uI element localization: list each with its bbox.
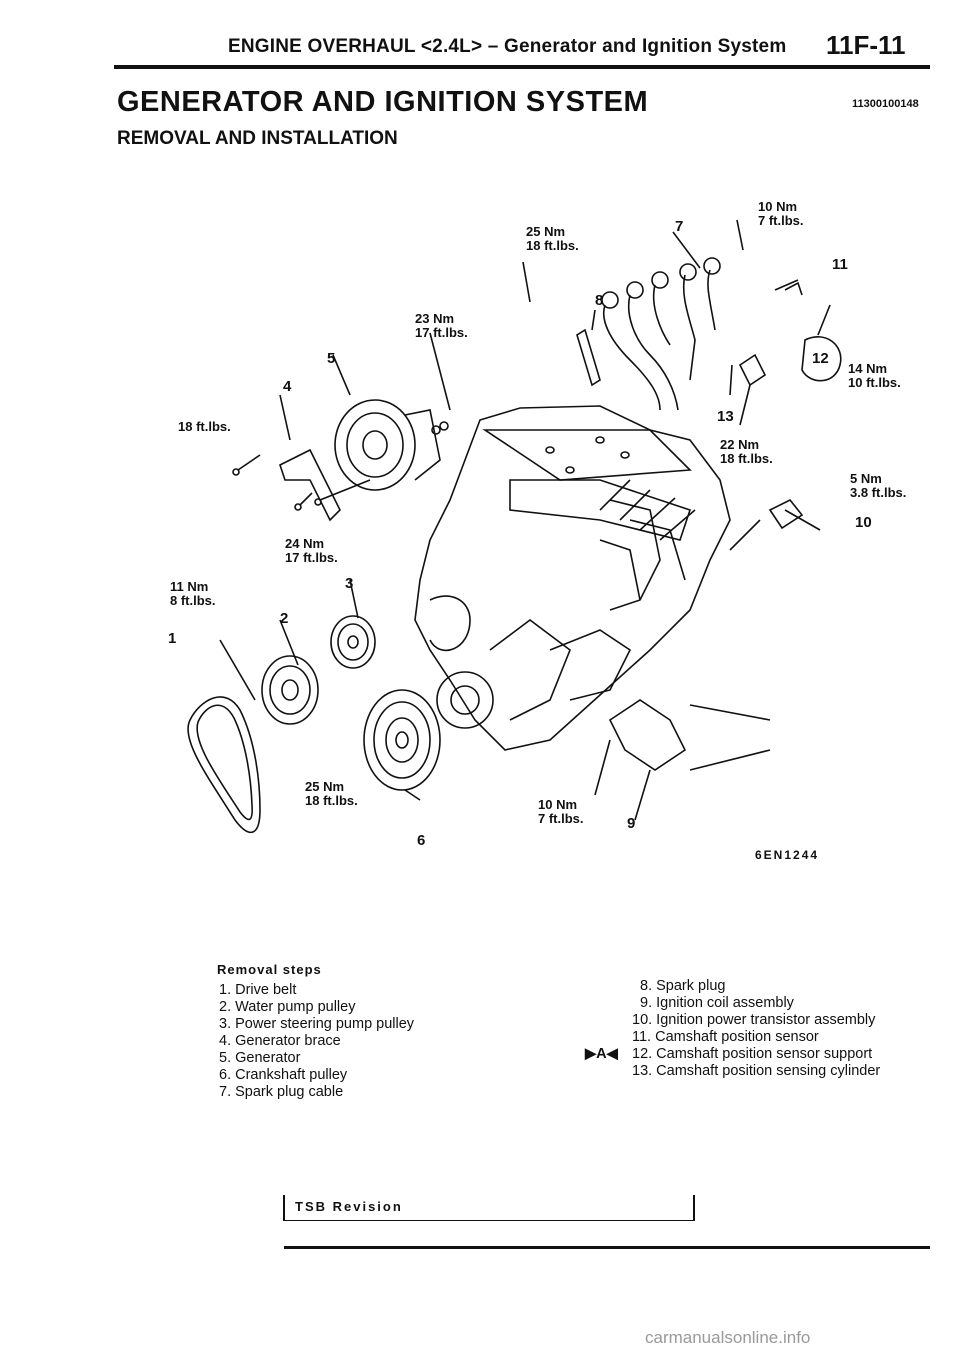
callout-number: 4 <box>283 378 292 395</box>
callout-number: 12 <box>812 350 829 367</box>
callout-number: 2 <box>280 610 289 627</box>
removal-step: 9. Ignition coil assembly <box>640 995 794 1011</box>
callout-number: 7 <box>675 218 684 235</box>
exploded-diagram: 10 Nm 7 ft.lbs. 25 Nm 18 ft.lbs. 23 Nm 1… <box>130 180 910 870</box>
callout-number: 8 <box>595 292 604 309</box>
removal-step: 7. Spark plug cable <box>219 1084 344 1100</box>
section-subtitle: REMOVAL AND INSTALLATION <box>117 128 398 149</box>
callout-number: 1 <box>168 630 177 647</box>
section-code: 11300100148 <box>852 98 919 110</box>
callout-number: 6 <box>417 832 426 849</box>
removal-step: 4. Generator brace <box>219 1033 341 1049</box>
callout-number: 13 <box>717 408 734 425</box>
tsb-revision-box: TSB Revision <box>283 1195 695 1221</box>
callout-number: 3 <box>345 575 354 592</box>
removal-step: 2. Water pump pulley <box>219 999 356 1015</box>
removal-steps-title: Removal steps <box>217 962 322 977</box>
torque-label: 10 Nm 7 ft.lbs. <box>758 199 804 228</box>
removal-step: 10. Ignition power transistor assembly <box>632 1012 876 1028</box>
removal-step: 11. Camshaft position sensor <box>632 1029 819 1045</box>
removal-step: 1. Drive belt <box>219 982 297 998</box>
footer-rule <box>284 1246 930 1249</box>
torque-label: 23 Nm 17 ft.lbs. <box>415 311 468 340</box>
torque-label: 11 Nm 8 ft.lbs. <box>170 579 216 608</box>
removal-step: 8. Spark plug <box>640 978 726 994</box>
page-number: 11F-11 <box>826 30 906 60</box>
header-rule <box>114 65 930 69</box>
figure-code: 6EN1244 <box>755 848 820 862</box>
removal-step: 12. Camshaft position sensor support <box>632 1046 873 1062</box>
step-marker-a: ▶A◀ <box>585 1046 618 1062</box>
torque-label: 10 Nm 7 ft.lbs. <box>538 797 584 826</box>
engine-illustration <box>187 219 842 834</box>
torque-label: 25 Nm 18 ft.lbs. <box>305 779 358 808</box>
section-title: GENERATOR AND IGNITION SYSTEM <box>117 86 649 118</box>
callout-number: 10 <box>855 514 872 531</box>
removal-step: 3. Power steering pump pulley <box>219 1016 415 1032</box>
torque-label: 24 Nm 17 ft.lbs. <box>285 536 338 565</box>
torque-label: 18 ft.lbs. <box>178 419 231 434</box>
callout-number: 5 <box>327 350 336 367</box>
page-header-title: ENGINE OVERHAUL <2.4L> – Generator and I… <box>228 36 787 57</box>
removal-step: 6. Crankshaft pulley <box>219 1067 348 1083</box>
torque-label: 5 Nm 3.8 ft.lbs. <box>850 471 907 500</box>
torque-label: 14 Nm 10 ft.lbs. <box>848 361 901 390</box>
callout-number: 11 <box>832 256 848 273</box>
removal-step: 5. Generator <box>219 1050 301 1066</box>
removal-step: 13. Camshaft position sensing cylinder <box>632 1063 881 1079</box>
watermark: carmanualsonline.info <box>645 1328 811 1347</box>
tsb-revision-label: TSB Revision <box>295 1199 403 1214</box>
torque-label: 25 Nm 18 ft.lbs. <box>526 224 579 253</box>
torque-label: 22 Nm 18 ft.lbs. <box>720 437 773 466</box>
callout-number: 9 <box>627 815 636 832</box>
